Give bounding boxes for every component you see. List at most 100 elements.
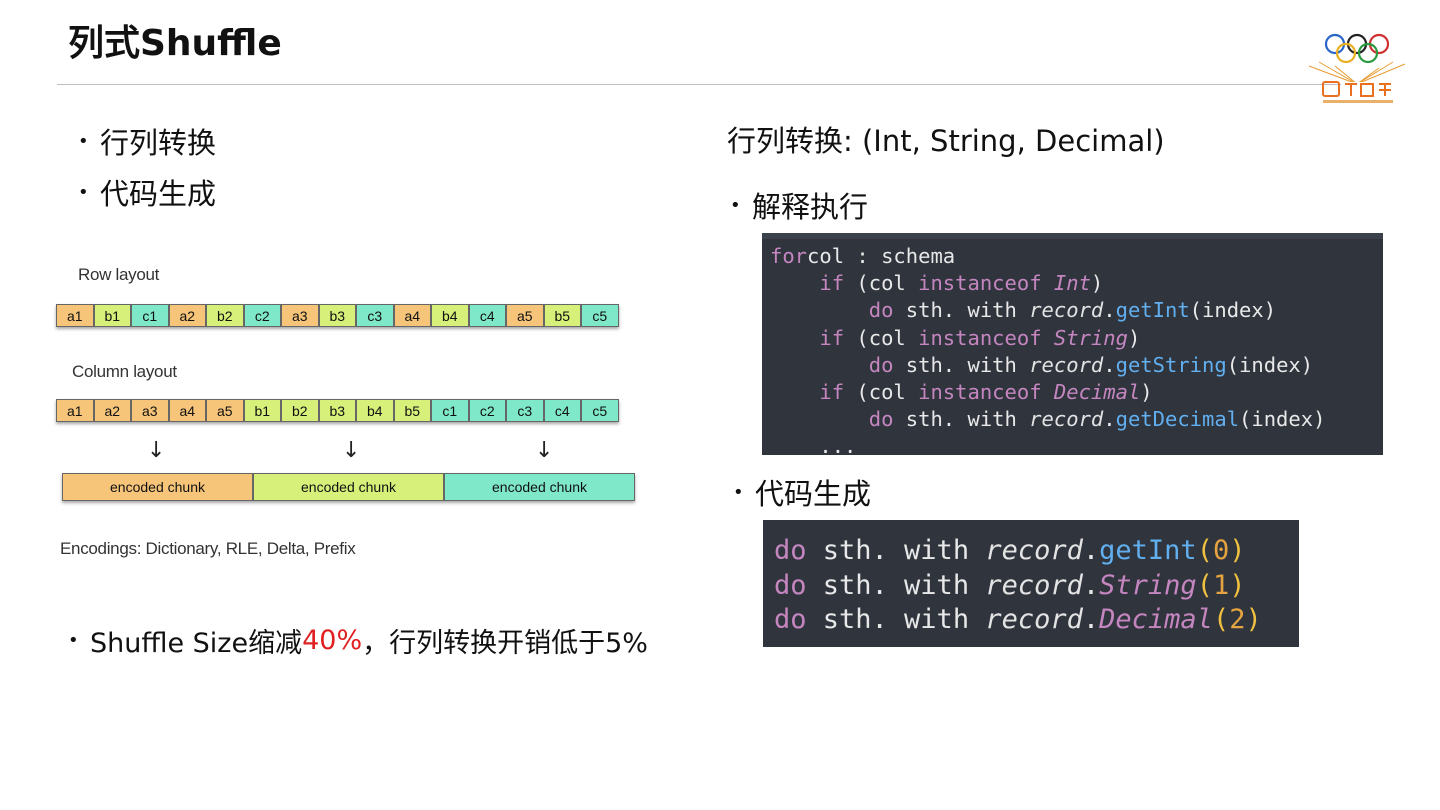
layout-cell: b2 xyxy=(206,304,244,327)
code-token xyxy=(770,380,819,404)
code-token xyxy=(770,298,869,322)
layout-cell: c3 xyxy=(506,399,544,422)
code-token: Int xyxy=(1053,271,1091,296)
title-divider xyxy=(57,84,1387,85)
column-layout-label: Column layout xyxy=(72,362,177,381)
code-token: instanceof xyxy=(918,325,1042,350)
code-token: (index) xyxy=(1239,407,1326,432)
layout-cell: c5 xyxy=(581,399,619,422)
code-token: record xyxy=(1029,407,1104,432)
code-token: for xyxy=(770,244,808,268)
down-arrow-icon: ↓ xyxy=(535,438,554,463)
code-token: ) xyxy=(1229,535,1246,566)
code-token: do xyxy=(868,352,894,377)
code-token xyxy=(770,271,819,295)
code-token: . xyxy=(1082,535,1100,566)
code-token xyxy=(1042,326,1054,350)
left-bullet-row-col-conversion: • 行列转换 xyxy=(78,120,216,162)
code-token: instanceof xyxy=(918,271,1042,296)
code-token: record xyxy=(985,535,1083,566)
code-token: sth. with xyxy=(893,352,1030,377)
code-token: record xyxy=(985,569,1083,601)
left-bullet-code-generation: • 代码生成 xyxy=(78,171,216,213)
code-token: ) xyxy=(1245,604,1262,635)
right-bullet-interpretation: • 解释执行 xyxy=(730,184,868,226)
layout-cell: b1 xyxy=(93,304,131,327)
layout-cell: a2 xyxy=(93,399,131,422)
conversion-heading: 行列转换: (Int, String, Decimal) xyxy=(727,124,1165,158)
layout-cell: a3 xyxy=(281,304,319,327)
code-token: sth. with xyxy=(893,298,1030,323)
code-token: getDecimal xyxy=(1115,407,1240,432)
code-token: do xyxy=(774,535,807,566)
olympic-aliyun-logo xyxy=(1308,33,1406,103)
code-token: getInt xyxy=(1099,535,1197,566)
layout-cell: c4 xyxy=(468,304,506,327)
code-token: getString xyxy=(1115,352,1227,377)
code-token: Decimal xyxy=(1053,380,1141,405)
code-token: . xyxy=(1103,298,1116,323)
layout-cell: b2 xyxy=(281,399,319,422)
layout-cell: b5 xyxy=(393,399,431,422)
layout-cell: b4 xyxy=(356,399,394,422)
bullet-text: 解释执行 xyxy=(752,190,869,224)
code-token: (col xyxy=(844,380,919,405)
code-token: ( xyxy=(1212,604,1230,635)
encoded-chunk-a: encoded chunk xyxy=(62,473,253,501)
bullet-text: 行列转换 xyxy=(100,126,217,160)
layout-cell: c4 xyxy=(543,399,581,422)
code-token: String xyxy=(1053,325,1128,350)
code-token: sth. with xyxy=(806,535,986,566)
row-layout-label: Row layout xyxy=(78,265,160,284)
code-token: do xyxy=(774,569,807,601)
code-token: ) xyxy=(1140,380,1153,405)
code-token: getInt xyxy=(1115,298,1190,323)
code-token: instanceof xyxy=(918,380,1042,405)
code-token: (index) xyxy=(1226,352,1314,377)
code-token: ( xyxy=(1196,535,1213,566)
layout-cell: a5 xyxy=(206,399,244,422)
code-token: do xyxy=(868,407,894,432)
code-token: do xyxy=(774,604,807,635)
encodings-caption: Encodings: Dictionary, RLE, Delta, Prefi… xyxy=(60,539,356,558)
encoded-chunk-c: encoded chunk xyxy=(444,473,635,501)
shuffle-size-prefix: Shuffle Size缩减 xyxy=(90,628,303,659)
bullet-text: 代码生成 xyxy=(755,477,872,511)
code-token: record xyxy=(1029,352,1104,377)
down-arrow-icon: ↓ xyxy=(147,438,166,463)
layout-cell: c2 xyxy=(468,399,506,422)
page-title: 列式Shuffle xyxy=(68,23,282,64)
code-token xyxy=(770,326,819,350)
code-token: sth. with xyxy=(806,604,986,635)
code-token: ) xyxy=(1127,325,1141,350)
layout-cell: c1 xyxy=(431,399,469,422)
code-token xyxy=(1042,380,1054,404)
code-token: 0 xyxy=(1212,535,1230,566)
right-bullet-codegen: • 代码生成 xyxy=(733,471,871,513)
code-token: if xyxy=(819,271,845,296)
layout-cell: b1 xyxy=(243,399,281,422)
layout-cell: b5 xyxy=(543,304,581,327)
layout-cell: b4 xyxy=(431,304,469,327)
layout-cell: a3 xyxy=(131,399,169,422)
layout-cell: a4 xyxy=(168,399,206,422)
layout-cell: a1 xyxy=(56,304,94,327)
layout-cell: a4 xyxy=(393,304,431,327)
code-token xyxy=(1042,271,1054,295)
bullet-dot: • xyxy=(78,130,89,152)
code-token: record xyxy=(1029,298,1104,323)
code-token: Decimal xyxy=(1099,604,1213,635)
bullet-dot: • xyxy=(730,194,741,216)
bullet-text: 代码生成 xyxy=(100,177,217,211)
encoded-chunks: encoded chunk encoded chunk encoded chun… xyxy=(62,473,635,501)
layout-cell: c1 xyxy=(131,304,169,327)
code-token: if xyxy=(819,325,845,350)
code-token: col : schema xyxy=(807,244,956,268)
down-arrow-icon: ↓ xyxy=(342,438,361,463)
layout-cell: c2 xyxy=(243,304,281,327)
code-token: ... xyxy=(770,434,857,455)
code-token xyxy=(770,353,869,377)
code-token: (index) xyxy=(1189,298,1277,323)
